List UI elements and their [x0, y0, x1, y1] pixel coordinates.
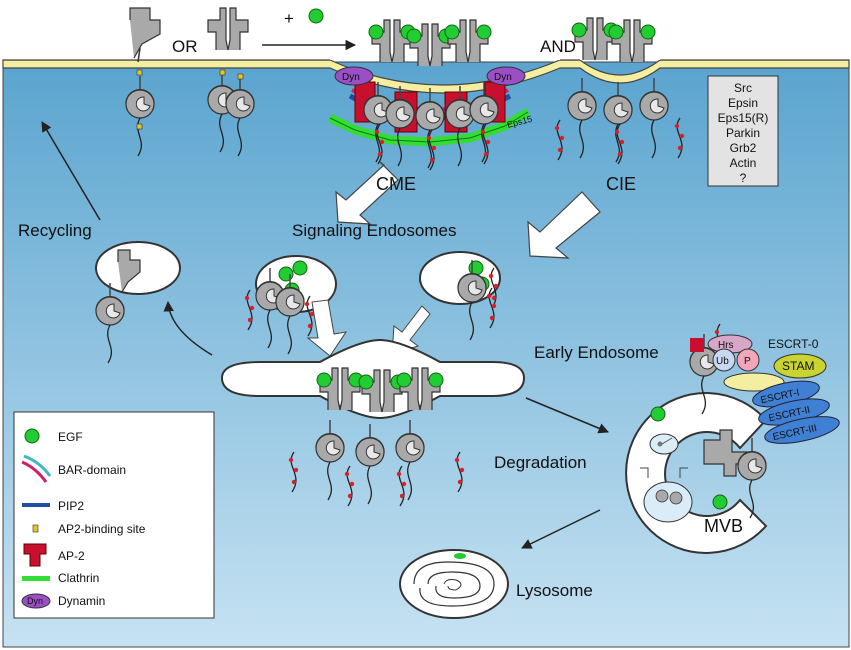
signaling-endosomes-label: Signaling Endosomes: [292, 221, 456, 240]
ub-label: Ub: [716, 356, 729, 367]
cie-factor: Eps15(R): [718, 111, 769, 125]
dynamin-label-left: Dyn: [342, 72, 360, 83]
legend-item-egf: EGF: [24, 428, 83, 444]
legend-item-dynamin: Dyn Dynamin: [21, 593, 105, 609]
cme-arrow: [335, 161, 399, 225]
legend-label: Clathrin: [58, 571, 99, 585]
legend-label: AP2-binding site: [58, 522, 146, 536]
cie-label: CIE: [606, 174, 636, 194]
stam-label: STAM: [782, 359, 814, 373]
cie-factor: Actin: [730, 156, 757, 170]
lysosome: Lysosome: [399, 549, 593, 619]
cie-factor: Parkin: [726, 126, 760, 140]
degradation-arrow: [525, 397, 609, 434]
cie-factor: Src: [734, 81, 752, 95]
cie-factor: ?: [740, 171, 747, 185]
and-label: AND: [540, 37, 576, 56]
recycling-arrow-up: [41, 121, 101, 221]
legend-item-ap2: AP-2: [23, 543, 85, 567]
multivesicular-body: MVB: [625, 392, 768, 554]
escrt0-label: ESCRT-0: [768, 337, 819, 351]
cme-label: CME: [376, 174, 416, 194]
cie-factors-box: Src Epsin Eps15(R) Parkin Grb2 Actin ?: [707, 75, 779, 187]
clathrin-coated-pit: Dyn Dyn Eps15: [328, 20, 533, 171]
or-label: OR: [172, 37, 198, 56]
legend-label: BAR-domain: [58, 463, 126, 477]
p-label: P: [744, 356, 751, 367]
small-arrow-left: [306, 299, 348, 357]
legend-item-ap2site: AP2-binding site: [32, 522, 146, 536]
degradation-label: Degradation: [494, 453, 587, 472]
recycling-arrow: [163, 300, 213, 356]
signaling-endosome-cie: [419, 251, 501, 341]
cie-factor: Epsin: [728, 96, 758, 110]
legend-label: Dynamin: [58, 594, 105, 608]
early-endosome: [220, 338, 526, 507]
recycling-label: Recycling: [18, 221, 92, 240]
legend-label: AP-2: [58, 549, 85, 563]
hrs-label: Hrs: [718, 340, 734, 351]
early-endosome-label: Early Endosome: [534, 343, 659, 362]
lysosome-label: Lysosome: [516, 581, 593, 600]
legend-label: PIP2: [58, 499, 84, 513]
legend-label: EGF: [58, 430, 83, 444]
egf-ligand: [308, 8, 324, 24]
signaling-endosome-cme: [244, 255, 337, 355]
lysosome-arrow: [521, 509, 601, 549]
cie-factor: Grb2: [730, 141, 757, 155]
legend: EGF BAR-domain PIP2 AP2-binding site AP-…: [13, 411, 215, 619]
legend-item-bar: BAR-domain: [21, 454, 126, 483]
receptor-dimer-inactive: [207, 7, 255, 157]
cie-arrow: [527, 191, 601, 259]
legend-dyn-icon-label: Dyn: [27, 596, 43, 606]
legend-item-clathrin: Clathrin: [22, 571, 99, 585]
plus-sign: +: [284, 9, 294, 28]
escrt-complex: Hrs Ub P ESCRT-0 STAM ESCRT-I ESCRT-II E…: [689, 323, 840, 444]
dynamin-label-right: Dyn: [494, 72, 512, 83]
mvb-label: MVB: [704, 516, 743, 536]
receptor-monomer-1: [125, 7, 161, 157]
recycling-vesicle: [95, 241, 181, 364]
legend-item-pip2: PIP2: [22, 499, 84, 513]
